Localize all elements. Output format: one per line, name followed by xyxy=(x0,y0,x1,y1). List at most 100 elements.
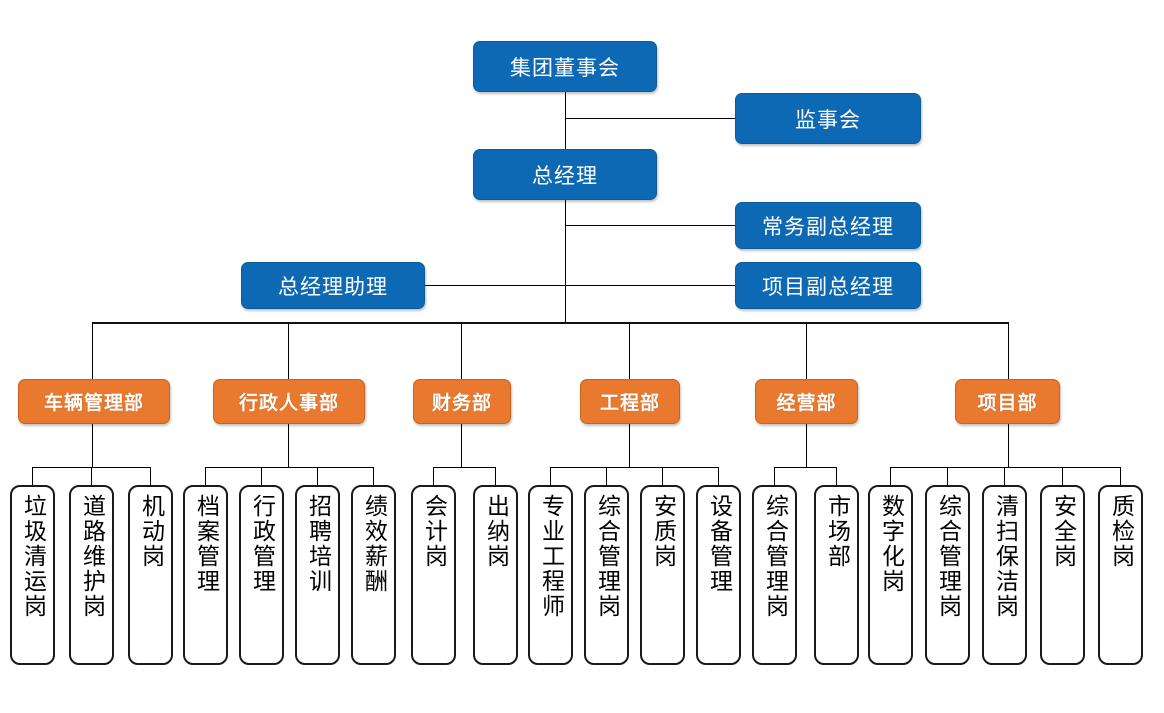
leaf-label: 数字化岗 xyxy=(878,494,904,594)
leaf-position-box[interactable]: 安质岗 xyxy=(640,485,685,665)
leaf-position-box[interactable]: 绩效薪酬 xyxy=(351,485,396,665)
connector-board-to-gm xyxy=(565,92,566,149)
leaf-label: 市场部 xyxy=(824,494,850,569)
node-department-admin-hr-label: 行政人事部 xyxy=(238,393,339,414)
connector-leaf-drop-4-4 xyxy=(718,467,719,485)
node-board-label: 集团董事会 xyxy=(510,56,620,80)
connector-leaf-drop-2-3 xyxy=(317,467,318,485)
node-department-project[interactable]: 项目部 xyxy=(955,379,1060,424)
leaf-position-box[interactable]: 招聘培训 xyxy=(295,485,340,665)
connector-leaf-drop-6-4 xyxy=(1062,467,1063,485)
connector-leaf-drop-1-2 xyxy=(91,467,92,485)
leaf-label: 设备管理 xyxy=(706,494,732,594)
leaf-position-box[interactable]: 专业工程师 xyxy=(528,485,573,665)
leaf-label: 机动岗 xyxy=(138,494,164,569)
node-gm-assistant-label: 总经理助理 xyxy=(278,275,388,299)
leaf-label: 招聘培训 xyxy=(305,494,331,594)
node-department-admin-hr[interactable]: 行政人事部 xyxy=(213,379,365,424)
connector-dept-4-down xyxy=(629,424,630,467)
leaf-label: 安全岗 xyxy=(1050,494,1076,569)
leaf-position-box[interactable]: 道路维护岗 xyxy=(69,485,114,665)
node-supervisory-board-label: 监事会 xyxy=(795,108,861,132)
connector-gm-spine-to-supervisory xyxy=(565,118,735,119)
connector-spine-to-gm-assistant xyxy=(425,285,565,286)
leaf-label: 综合管理岗 xyxy=(594,494,620,619)
leaf-position-box[interactable]: 数字化岗 xyxy=(868,485,913,665)
connector-leaf-drop-6-3 xyxy=(1004,467,1005,485)
connector-bus-to-dept-5 xyxy=(806,322,807,379)
leaf-label: 绩效薪酬 xyxy=(361,494,387,594)
node-general-manager[interactable]: 总经理 xyxy=(473,149,657,200)
connector-dept-6-down xyxy=(1008,424,1009,467)
connector-leaf-drop-1-3 xyxy=(150,467,151,485)
node-department-operations-label: 经营部 xyxy=(776,393,837,414)
node-board[interactable]: 集团董事会 xyxy=(473,41,657,92)
leaf-label: 质检岗 xyxy=(1108,494,1134,569)
connector-gm-spine-down xyxy=(565,200,566,323)
node-department-finance-label: 财务部 xyxy=(431,393,492,414)
leaf-label: 综合管理岗 xyxy=(935,494,961,619)
leaf-position-box[interactable]: 会计岗 xyxy=(411,485,456,665)
connector-bus-to-dept-6 xyxy=(1008,322,1009,379)
node-project-deputy-gm[interactable]: 项目副总经理 xyxy=(735,262,921,309)
connector-spine-to-project-deputy xyxy=(565,285,735,286)
leaf-position-box[interactable]: 综合管理岗 xyxy=(925,485,970,665)
connector-leaf-drop-2-1 xyxy=(205,467,206,485)
node-department-vehicle-management-label: 车辆管理部 xyxy=(43,393,144,414)
sub-bus-dept-5 xyxy=(774,467,836,468)
connector-leaf-drop-1-1 xyxy=(32,467,33,485)
node-department-operations[interactable]: 经营部 xyxy=(755,379,858,424)
leaf-position-box[interactable]: 质检岗 xyxy=(1098,485,1143,665)
node-department-engineering-label: 工程部 xyxy=(599,393,660,414)
node-department-vehicle-management[interactable]: 车辆管理部 xyxy=(18,379,170,424)
leaf-label: 会计岗 xyxy=(421,494,447,569)
connector-leaf-drop-6-5 xyxy=(1120,467,1121,485)
node-gm-assistant[interactable]: 总经理助理 xyxy=(241,262,425,309)
sub-bus-dept-6 xyxy=(890,467,1120,468)
node-executive-deputy-gm-label: 常务副总经理 xyxy=(762,215,894,239)
leaf-position-box[interactable]: 垃圾清运岗 xyxy=(10,485,55,665)
connector-spine-to-exec-deputy xyxy=(565,225,735,226)
connector-dept-3-down xyxy=(461,424,462,467)
leaf-position-box[interactable]: 档案管理 xyxy=(183,485,228,665)
connector-leaf-drop-5-1 xyxy=(774,467,775,485)
connector-leaf-drop-6-1 xyxy=(890,467,891,485)
leaf-position-box[interactable]: 机动岗 xyxy=(128,485,173,665)
leaf-label: 道路维护岗 xyxy=(79,494,105,619)
node-supervisory-board[interactable]: 监事会 xyxy=(735,93,921,144)
node-department-engineering[interactable]: 工程部 xyxy=(580,379,680,424)
connector-bus-to-dept-1 xyxy=(92,322,93,379)
node-department-project-label: 项目部 xyxy=(977,393,1038,414)
department-bus-line xyxy=(92,322,1009,324)
leaf-label: 出纳岗 xyxy=(483,494,509,569)
leaf-position-box[interactable]: 市场部 xyxy=(814,485,859,665)
connector-leaf-drop-2-4 xyxy=(373,467,374,485)
leaf-position-box[interactable]: 清扫保洁岗 xyxy=(982,485,1027,665)
leaf-position-box[interactable]: 行政管理 xyxy=(239,485,284,665)
connector-leaf-drop-3-2 xyxy=(495,467,496,485)
node-project-deputy-gm-label: 项目副总经理 xyxy=(762,275,894,299)
node-department-finance[interactable]: 财务部 xyxy=(413,379,511,424)
leaf-position-box[interactable]: 综合管理岗 xyxy=(584,485,629,665)
connector-dept-1-down xyxy=(92,424,93,467)
connector-leaf-drop-4-1 xyxy=(550,467,551,485)
connector-bus-to-dept-2 xyxy=(288,322,289,379)
connector-leaf-drop-4-2 xyxy=(606,467,607,485)
connector-leaf-drop-4-3 xyxy=(662,467,663,485)
leaf-label: 综合管理岗 xyxy=(762,494,788,619)
leaf-label: 档案管理 xyxy=(193,494,219,594)
connector-bus-to-dept-4 xyxy=(629,322,630,379)
leaf-position-box[interactable]: 设备管理 xyxy=(696,485,741,665)
leaf-position-box[interactable]: 安全岗 xyxy=(1040,485,1085,665)
leaf-label: 行政管理 xyxy=(249,494,275,594)
sub-bus-dept-2 xyxy=(205,467,373,468)
connector-leaf-drop-5-2 xyxy=(836,467,837,485)
connector-dept-5-down xyxy=(806,424,807,467)
sub-bus-dept-3 xyxy=(433,467,495,468)
leaf-label: 安质岗 xyxy=(650,494,676,569)
connector-dept-2-down xyxy=(288,424,289,467)
leaf-position-box[interactable]: 综合管理岗 xyxy=(752,485,797,665)
leaf-position-box[interactable]: 出纳岗 xyxy=(473,485,518,665)
node-executive-deputy-gm[interactable]: 常务副总经理 xyxy=(735,202,921,249)
